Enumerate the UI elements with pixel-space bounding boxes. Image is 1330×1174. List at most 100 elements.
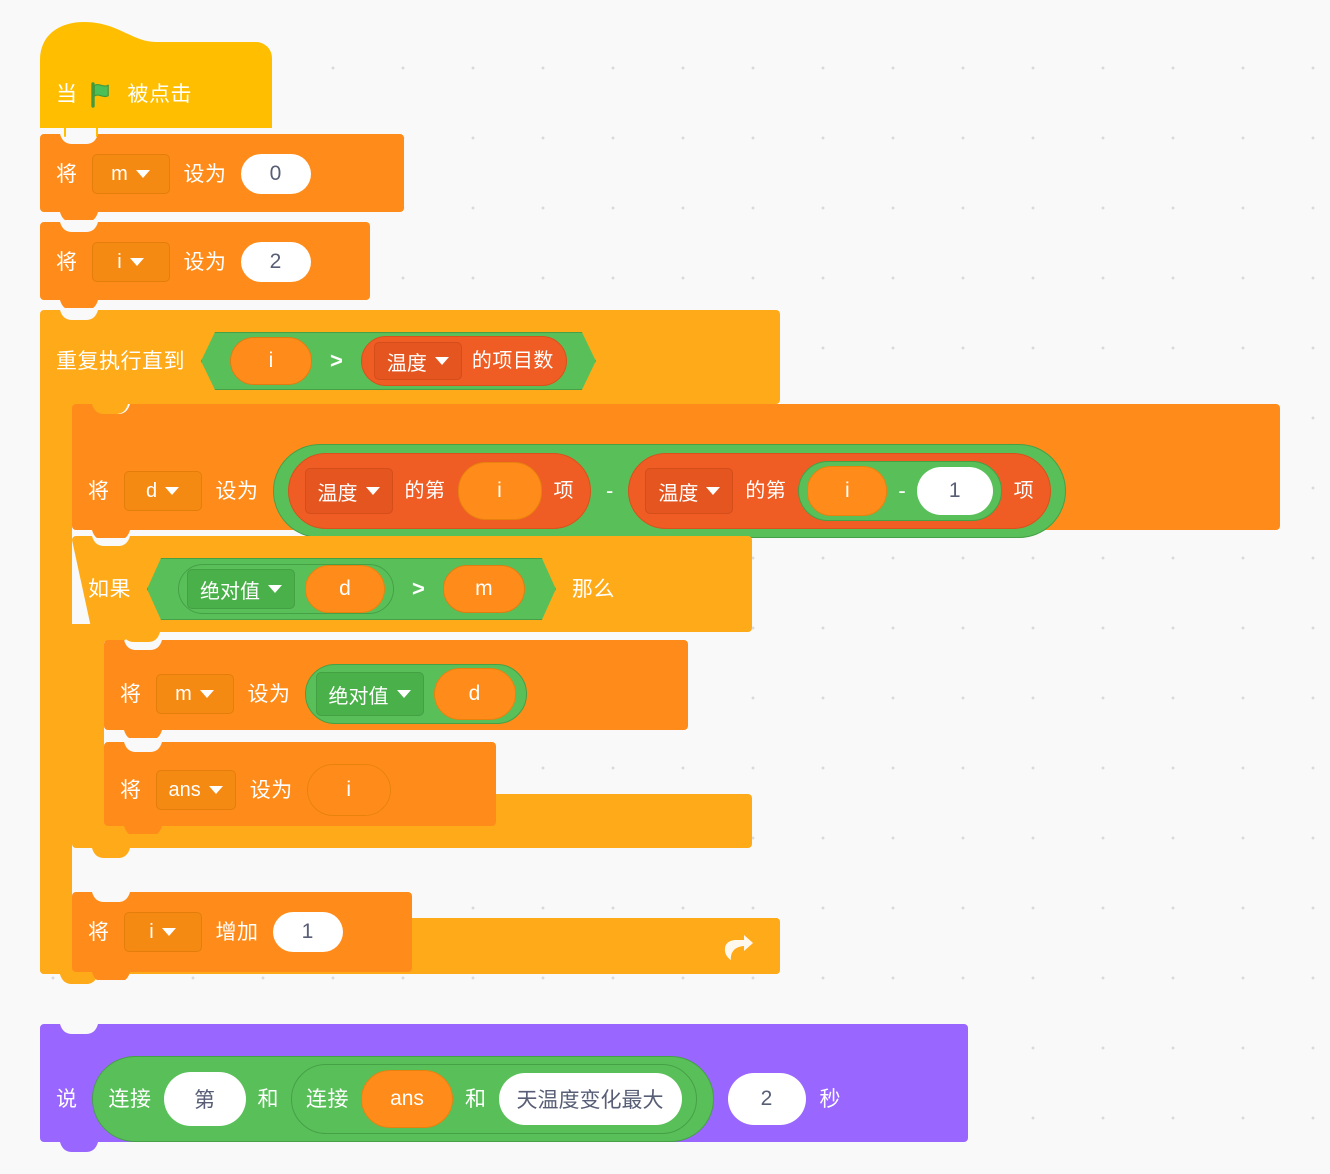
variable-dropdown-m-abs-label: m — [175, 682, 192, 705]
variable-dropdown-m[interactable]: m — [91, 154, 170, 194]
setter-label-i: 设为 — [183, 250, 227, 274]
list-length-suffix: 的项目数 — [471, 350, 554, 372]
chevron-down-icon — [268, 585, 282, 593]
variable-dropdown-i[interactable]: i — [91, 242, 170, 282]
set-label-d: 将 — [88, 479, 110, 503]
setter-label-m-abs: 设为 — [247, 682, 291, 706]
list-length-reporter[interactable]: 温度 的项目数 — [361, 336, 567, 386]
setter-label-ans: 设为 — [249, 778, 293, 802]
math-function-dropdown-abs-set-label: 绝对值 — [328, 685, 389, 708]
set-variable-m-block[interactable]: 将 m 设为 0 — [40, 134, 404, 220]
if-label: 如果 — [88, 577, 131, 601]
change-label-i: 将 — [88, 920, 110, 944]
change-value-input-i[interactable]: 1 — [272, 912, 343, 952]
greater-than-operator-if: > — [412, 576, 425, 601]
list-dropdown-temperature-length-label: 温度 — [386, 352, 427, 375]
then-label: 那么 — [571, 577, 615, 601]
variable-reporter-ans-say[interactable]: ans — [361, 1070, 453, 1128]
math-function-dropdown-abs-if-label: 绝对值 — [200, 580, 260, 603]
inner-subtraction-operator-block[interactable]: i - 1 — [798, 461, 1002, 521]
variable-reporter-m-if[interactable]: m — [443, 565, 525, 613]
hat-block-shape — [40, 22, 272, 137]
chevron-down-icon — [199, 690, 214, 698]
abs-operator-reporter-set[interactable]: 绝对值 d — [304, 664, 527, 724]
stack-block-shape — [104, 742, 496, 834]
chevron-down-icon — [135, 170, 150, 178]
value-input-m[interactable]: 0 — [240, 154, 311, 194]
list-item-of-label-1: 的第 — [404, 480, 446, 502]
variable-dropdown-m-label: m — [111, 162, 128, 185]
set-variable-m-abs-block[interactable]: 将 m 设为 绝对值 d — [104, 640, 688, 738]
say-label: 说 — [56, 1087, 78, 1111]
chevron-down-icon — [129, 258, 144, 266]
say-seconds-input[interactable]: 2 — [727, 1073, 806, 1125]
set-label-m: 将 — [56, 162, 78, 186]
variable-dropdown-d[interactable]: d — [123, 471, 202, 511]
subtraction-operator-block[interactable]: 温度 的第 i 项 - 温度 的第 i - — [272, 444, 1067, 538]
join-operator-inner[interactable]: 连接 ans 和 天温度变化最大 — [291, 1064, 697, 1134]
list-item-suffix-1: 项 — [553, 480, 574, 502]
join-inner-text-input[interactable]: 天温度变化最大 — [498, 1073, 682, 1125]
variable-reporter-i-index-2[interactable]: i — [807, 466, 888, 516]
greater-than-condition-loop[interactable]: i > 温度 的项目数 — [201, 332, 596, 390]
set-variable-ans-block[interactable]: 将 ans 设为 i — [104, 742, 496, 834]
math-function-dropdown-abs-if[interactable]: 绝对值 — [187, 569, 295, 609]
variable-dropdown-i-change-label: i — [149, 920, 154, 943]
greater-than-operator-loop: > — [330, 348, 343, 373]
chevron-down-icon — [208, 786, 223, 794]
inner-subtraction-value[interactable]: 1 — [916, 467, 993, 515]
chevron-down-icon — [161, 928, 176, 936]
subtraction-operator-symbol: - — [606, 478, 614, 503]
chevron-down-icon — [706, 487, 721, 495]
set-label-m-abs: 将 — [120, 682, 142, 706]
chevron-down-icon — [365, 487, 380, 495]
hat-label-clicked: 被点击 — [127, 82, 192, 106]
list-item-reporter-i[interactable]: 温度 的第 i 项 — [287, 453, 591, 529]
variable-dropdown-d-label: d — [145, 479, 158, 502]
join-outer-and-label: 和 — [257, 1087, 279, 1111]
set-variable-i-block[interactable]: 将 i 设为 2 — [40, 222, 370, 308]
variable-reporter-i-index-1[interactable]: i — [457, 462, 542, 520]
change-variable-i-block[interactable]: 将 i 增加 1 — [72, 892, 412, 980]
join-inner-and-label: 和 — [465, 1087, 487, 1111]
set-variable-d-block[interactable]: 将 d 设为 温度 的第 i 项 - — [72, 404, 1280, 538]
greater-than-condition-if[interactable]: 绝对值 d > m — [147, 558, 556, 620]
math-function-dropdown-abs-set[interactable]: 绝对值 — [315, 672, 424, 716]
value-input-i[interactable]: 2 — [240, 242, 311, 282]
chevron-down-icon — [435, 357, 449, 365]
list-dropdown-temperature-1-label: 温度 — [317, 482, 358, 505]
list-dropdown-temperature-length[interactable]: 温度 — [374, 342, 462, 380]
hat-block-when-flag-clicked[interactable]: 当 被点击 — [40, 20, 272, 137]
variable-reporter-i-ans[interactable]: i — [306, 764, 391, 816]
variable-dropdown-i-label: i — [117, 250, 122, 273]
variable-dropdown-i-change[interactable]: i — [123, 912, 202, 952]
join-inner-label: 连接 — [306, 1087, 349, 1111]
list-item-suffix-2: 项 — [1013, 480, 1035, 502]
variable-dropdown-m-abs[interactable]: m — [155, 674, 234, 714]
list-item-reporter-i-minus-1[interactable]: 温度 的第 i - 1 项 — [628, 453, 1052, 529]
repeat-until-label: 重复执行直到 — [56, 349, 185, 373]
variable-dropdown-ans-label: ans — [168, 778, 201, 801]
set-label-ans: 将 — [120, 778, 142, 802]
variable-reporter-i-loop[interactable]: i — [230, 337, 312, 385]
list-dropdown-temperature-2[interactable]: 温度 — [645, 468, 734, 514]
join-outer-first-input[interactable]: 第 — [163, 1072, 246, 1126]
list-item-of-label-2: 的第 — [745, 480, 787, 502]
say-for-seconds-block[interactable]: 说 连接 第 和 连接 ans 和 天温度变化最大 2 秒 — [40, 1024, 968, 1152]
join-operator-outer[interactable]: 连接 第 和 连接 ans 和 天温度变化最大 — [91, 1056, 714, 1142]
setter-label-m: 设为 — [183, 162, 227, 186]
changer-label-i: 增加 — [215, 920, 259, 944]
green-flag-icon — [89, 82, 117, 108]
variable-reporter-d-abs-set[interactable]: d — [433, 668, 516, 720]
chevron-down-icon — [396, 690, 411, 698]
list-dropdown-temperature-1[interactable]: 温度 — [304, 468, 393, 514]
list-dropdown-temperature-2-label: 温度 — [658, 482, 699, 505]
variable-dropdown-ans[interactable]: ans — [155, 770, 236, 810]
variable-reporter-d-abs-if[interactable]: d — [305, 565, 385, 613]
inner-subtraction-symbol: - — [898, 478, 906, 503]
set-label-i: 将 — [56, 250, 78, 274]
abs-operator-reporter-if[interactable]: 绝对值 d — [178, 564, 394, 614]
chevron-down-icon — [165, 487, 180, 495]
join-outer-label: 连接 — [108, 1087, 152, 1111]
say-seconds-unit-label: 秒 — [819, 1087, 841, 1111]
